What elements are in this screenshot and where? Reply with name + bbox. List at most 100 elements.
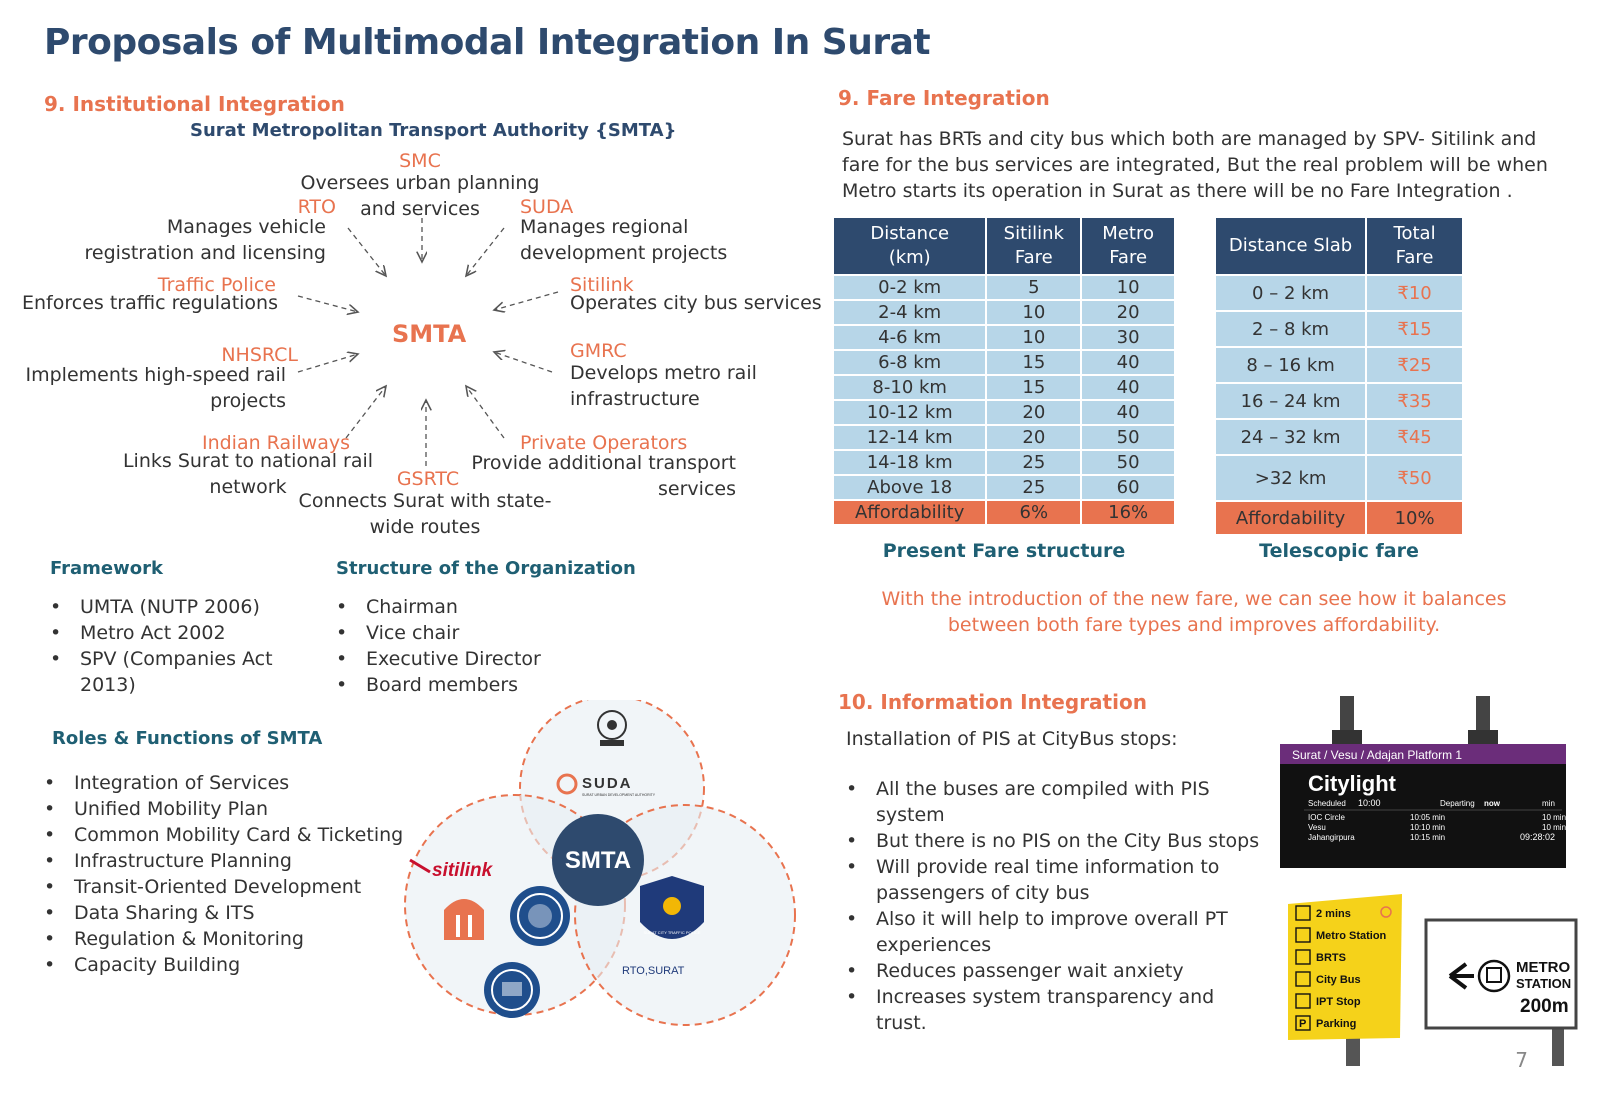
parking-icon (1295, 1015, 1311, 1031)
svg-text:Citylight: Citylight (1308, 771, 1397, 796)
svg-text:Parking: Parking (1316, 1018, 1356, 1030)
fare-paragraph: Surat has BRTs and city bus which both a… (842, 128, 1548, 202)
node-suda-desc: Manages regional development projects (520, 216, 728, 264)
svg-text:IPT Stop: IPT Stop (1316, 996, 1361, 1008)
suda-logo-icon: SUDA SURAT URBAN DEVELOPMENT AUTHORITY (556, 773, 656, 797)
svg-text:METRO: METRO (1516, 959, 1570, 976)
metro-station-sign: METRO STATION 200m (1424, 918, 1578, 1066)
fare-note: With the introduction of the new fare, w… (881, 588, 1507, 636)
svg-text:200m: 200m (1520, 996, 1569, 1017)
list-item: Data Sharing & ITS (44, 900, 414, 926)
svg-text:SURAT URBAN DEVELOPMENT AUTHOR: SURAT URBAN DEVELOPMENT AUTHORITY (582, 793, 656, 797)
node-nhsrcl-desc: Implements high-speed rail projects (25, 364, 287, 412)
smta-arrows-diagram (297, 218, 559, 466)
list-item: Unified Mobility Plan (44, 796, 414, 822)
list-item: Vice chair (336, 620, 596, 646)
page-number: 7 (1515, 1048, 1528, 1072)
node-rto-desc: Manages vehicle registration and licensi… (84, 216, 326, 264)
svg-text:STATION: STATION (1516, 976, 1571, 991)
clock-icon (1380, 906, 1392, 918)
table-row: 16 – 24 km₹35 (1216, 384, 1462, 418)
arrow-rto (347, 227, 386, 276)
arrow-indian-railways (345, 386, 386, 439)
svg-text:Vesu: Vesu (1308, 823, 1326, 832)
node-sitilink-name: Sitilink (570, 274, 634, 296)
node-suda-name: SUDA (520, 196, 574, 218)
metro-symbol-icon (1477, 959, 1511, 993)
arrow-left-icon (1448, 962, 1474, 990)
svg-text:BRTS: BRTS (1316, 952, 1346, 964)
telescopic-fare-caption: Telescopic fare (1259, 540, 1419, 562)
node-rto-name: RTO (297, 196, 336, 218)
institutional-heading: 9. Institutional Integration (44, 92, 345, 116)
list-item: But there is no PIS on the City Bus stop… (846, 828, 1266, 854)
svg-text:Metro Station: Metro Station (1316, 930, 1387, 942)
list-item: Increases system transparency and trust. (846, 984, 1266, 1036)
list-item: Capacity Building (44, 952, 414, 978)
svg-text:City Bus: City Bus (1316, 974, 1361, 986)
info-heading: 10. Information Integration (838, 690, 1147, 714)
svg-text:10 min: 10 min (1542, 813, 1566, 822)
list-item: Common Mobility Card & Ticketing (44, 822, 414, 848)
node-nhsrcl-name: NHSRCL (221, 344, 298, 366)
svg-text:2 mins: 2 mins (1316, 908, 1351, 920)
svg-text:now: now (1484, 799, 1501, 808)
list-item: All the buses are compiled with PISsyste… (846, 776, 1266, 828)
fare-heading: 9. Fare Integration (838, 86, 1050, 110)
venn-center-circle (552, 814, 644, 906)
venn-center-label: SMTA (565, 847, 631, 874)
list-item: Chairman (336, 594, 596, 620)
node-traffic-police-name: Traffic Police (157, 274, 276, 296)
svg-text:10:00: 10:00 (1358, 798, 1381, 808)
list-item: Transit-Oriented Development (44, 874, 414, 900)
arrow-sitilink (494, 291, 559, 310)
arrow-private-operators (466, 386, 505, 439)
page-title: Proposals of Multimodal Integration In S… (44, 22, 931, 63)
arrow-up-icon (1295, 905, 1311, 921)
framework-heading: Framework (50, 558, 163, 579)
svg-text:09:28:02: 09:28:02 (1520, 832, 1555, 842)
node-gmrc-name: GMRC (570, 340, 627, 362)
smta-subtitle: Surat Metropolitan Transport Authority {… (190, 120, 677, 141)
table-row: 8 – 16 km₹25 (1216, 348, 1462, 382)
node-indian-railways-name: Indian Railways (201, 432, 350, 454)
info-list: All the buses are compiled with PISsyste… (846, 776, 1266, 1036)
svg-text:Jahangirpura: Jahangirpura (1308, 833, 1355, 842)
list-item: Integration of Services (44, 770, 414, 796)
smta-venn-diagram: SMTA SUDA SURAT URBAN DEVELOPMENT AUTHOR… (404, 700, 796, 1026)
list-item: Reduces passenger wait anxiety (846, 958, 1266, 984)
node-traffic-police-desc: Enforces traffic regulations (22, 292, 278, 314)
arrow-suda (466, 227, 505, 276)
ipt-icon (1295, 993, 1311, 1009)
node-smc-desc: Oversees urban planning and services (300, 172, 540, 220)
present-fare-caption: Present Fare structure (882, 540, 1126, 562)
rto-surat-label: RTO,SURAT (622, 965, 685, 977)
traffic-police-badge-icon: SURAT CITY TRAFFIC POLICE (640, 876, 704, 939)
svg-text:Scheduled: Scheduled (1308, 799, 1346, 808)
emblem-icon (597, 710, 627, 746)
metro-logo-icon (444, 899, 484, 940)
table-row: 0 – 2 km₹10 (1216, 276, 1462, 310)
svg-text:IOC Circle: IOC Circle (1308, 813, 1345, 822)
smc-emblem-icon (510, 886, 570, 946)
framework-list: UMTA (NUTP 2006) Metro Act 2002 SPV (Com… (50, 594, 300, 698)
node-private-operators-desc: Provide additional transport services (471, 452, 736, 500)
table-row: 24 – 32 km₹45 (1216, 420, 1462, 454)
table-row: 2 – 8 km₹15 (1216, 312, 1462, 346)
yellow-wayfinding-sign: 2 mins Metro Station BRTS City Bus IPT S… (1288, 894, 1402, 1066)
node-gmrc-desc: Develops metro rail infrastructure (570, 362, 757, 410)
arrow-nhsrcl (297, 354, 358, 373)
arrow-traffic-police (297, 295, 358, 312)
list-item: UMTA (NUTP 2006) (50, 594, 300, 620)
